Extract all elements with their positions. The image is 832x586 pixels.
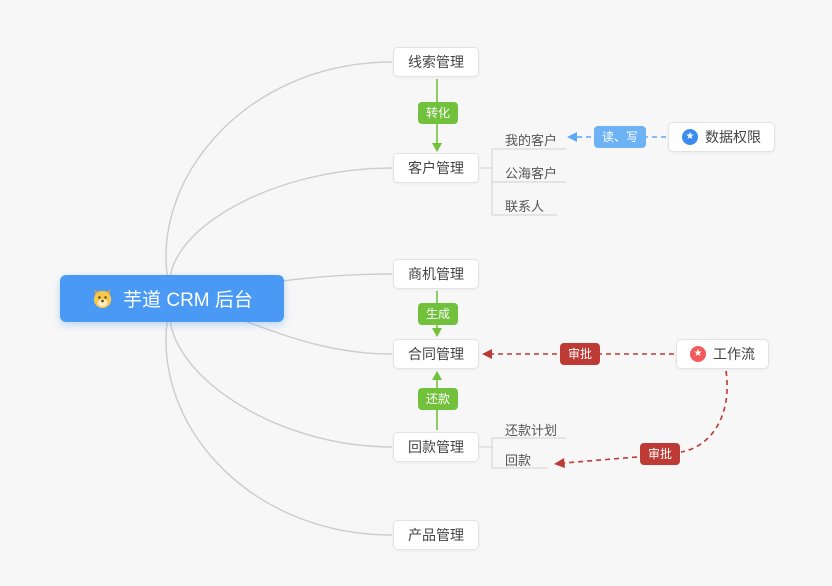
node-payments[interactable]: 回款管理 xyxy=(393,432,479,462)
child-payment[interactable]: 回款 xyxy=(505,453,532,468)
node-contracts-label: 合同管理 xyxy=(408,346,464,362)
edge-label-repay: 还款 xyxy=(418,388,459,410)
node-customers-label: 客户管理 xyxy=(408,160,464,176)
node-leads[interactable]: 线索管理 xyxy=(393,47,479,77)
child-contacts[interactable]: 联系人 xyxy=(505,199,545,214)
node-data-permission[interactable]: ★ 数据权限 xyxy=(668,122,775,152)
node-products[interactable]: 产品管理 xyxy=(393,520,479,550)
star-icon: ★ xyxy=(690,346,706,362)
arrowhead-down-customers xyxy=(432,143,442,152)
arrowhead-left-payment xyxy=(554,458,565,468)
node-products-label: 产品管理 xyxy=(408,527,464,543)
edge-root-products xyxy=(165,297,393,536)
root-node-crm-backend[interactable]: 芋道 CRM 后台 xyxy=(60,275,284,322)
edge-label-approve-contract: 审批 xyxy=(560,343,601,365)
node-contracts[interactable]: 合同管理 xyxy=(393,339,479,369)
node-payments-label: 回款管理 xyxy=(408,439,464,455)
node-data-permission-label: 数据权限 xyxy=(705,129,761,145)
edge-label-convert: 转化 xyxy=(418,102,459,124)
edge-label-generate: 生成 xyxy=(418,303,459,325)
star-icon: ★ xyxy=(682,129,698,145)
edge-label-approve-payment: 审批 xyxy=(640,443,681,465)
child-repayment-plan[interactable]: 还款计划 xyxy=(505,423,558,438)
arrowhead-left-contracts xyxy=(482,349,492,359)
node-opportunities[interactable]: 商机管理 xyxy=(393,259,479,289)
node-opportunities-label: 商机管理 xyxy=(408,266,464,282)
node-customers[interactable]: 客户管理 xyxy=(393,153,479,183)
node-leads-label: 线索管理 xyxy=(408,54,464,70)
arrowhead-up-contracts xyxy=(432,371,442,380)
edge-label-read-write: 读、写 xyxy=(594,126,647,148)
edge-root-leads xyxy=(165,61,393,299)
arrowhead-down-contracts xyxy=(432,328,442,337)
child-my-customers[interactable]: 我的客户 xyxy=(505,133,558,148)
node-workflow-label: 工作流 xyxy=(713,346,755,362)
arrowhead-left-my-customers xyxy=(567,132,577,142)
dog-face-icon xyxy=(93,289,112,309)
node-workflow[interactable]: ★ 工作流 xyxy=(676,339,769,369)
child-public-customers[interactable]: 公海客户 xyxy=(505,166,558,181)
root-node-label: 芋道 CRM 后台 xyxy=(123,290,253,311)
red-dashed-lines xyxy=(491,353,728,464)
